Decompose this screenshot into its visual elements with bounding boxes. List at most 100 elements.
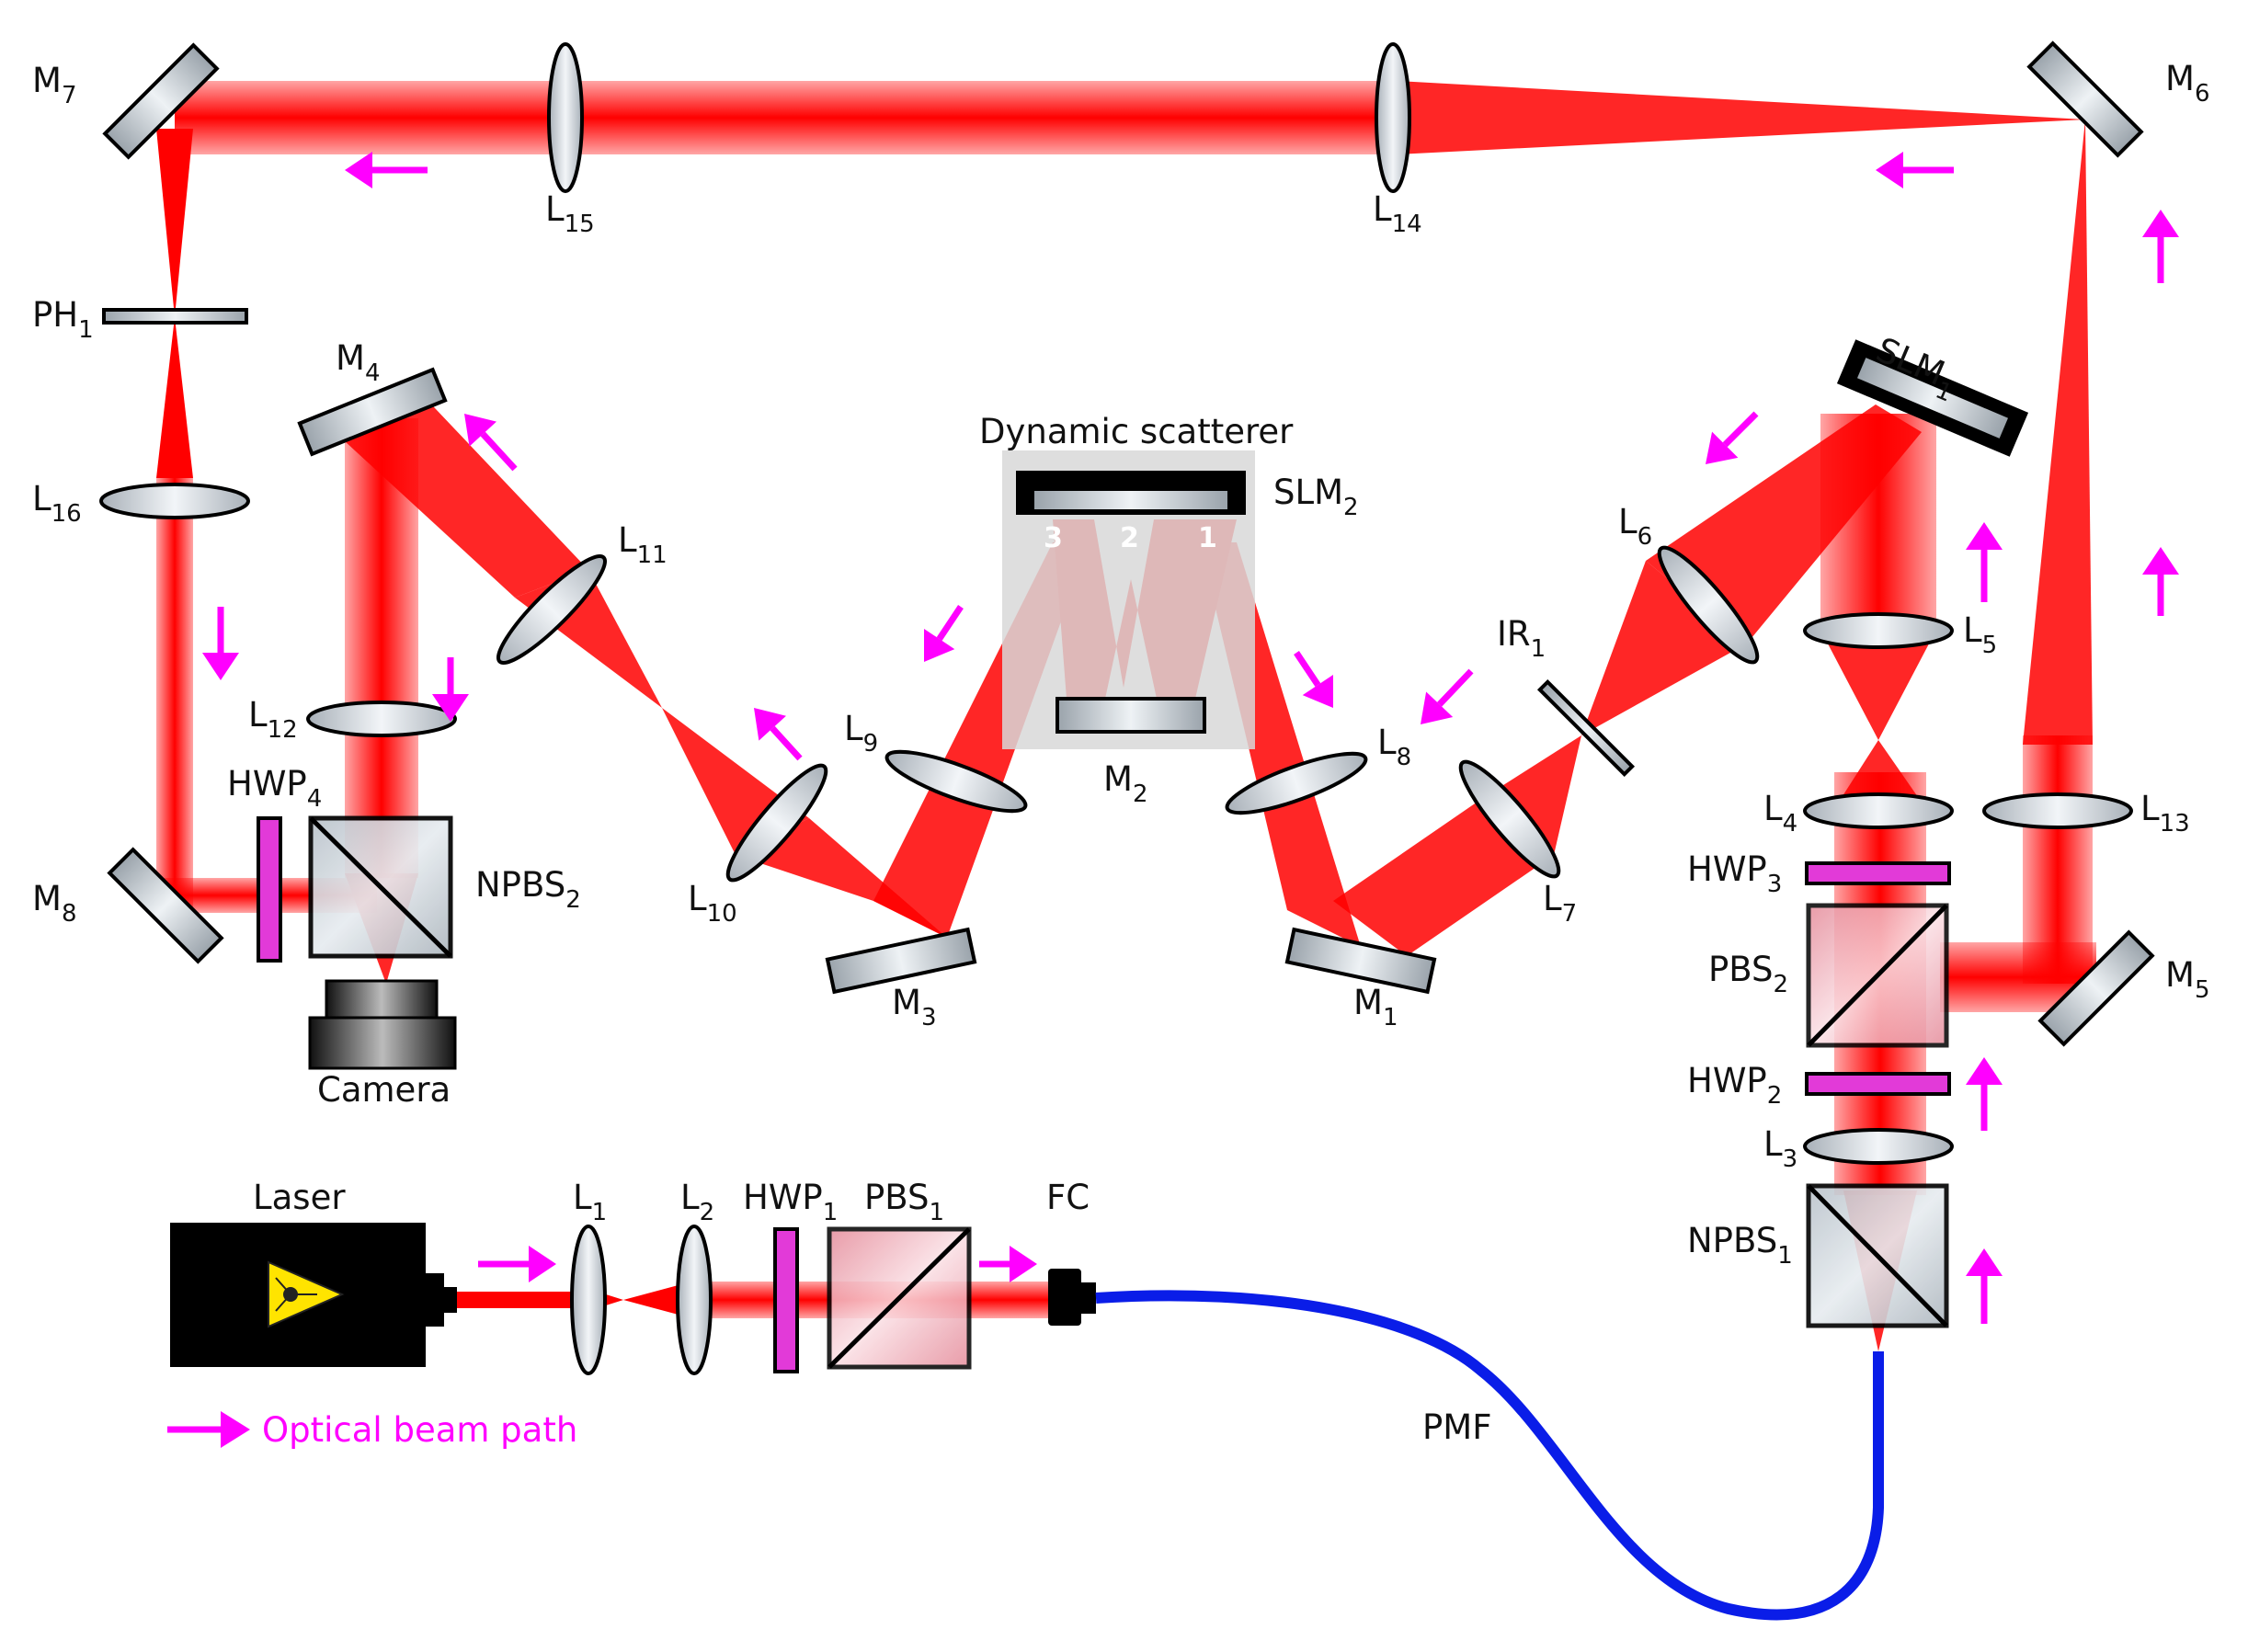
slm1 (1836, 339, 2029, 457)
label-l3: L3 (1763, 1124, 1797, 1173)
label-hwp2: HWP2 (1687, 1061, 1782, 1110)
lens-l12 (306, 701, 457, 737)
beam-arrow-icon (924, 605, 964, 662)
beam-arrow-icon (2142, 547, 2179, 616)
label-bounce-2: 2 (1120, 522, 1139, 554)
label-l4: L4 (1763, 789, 1797, 837)
npbs1 (1806, 1183, 1949, 1328)
beam-l4-focus (1834, 740, 1926, 809)
beam-arrow-icon (1876, 152, 1954, 188)
label-m1: M1 (1353, 983, 1398, 1031)
slm2-screen (1034, 491, 1227, 509)
pbs2 (1806, 903, 1949, 1048)
label-l13: L13 (2140, 789, 2190, 837)
lens-l3 (1803, 1128, 1954, 1165)
lens-l5 (1803, 612, 1954, 649)
camera-lens (325, 979, 439, 1020)
lens-l16 (99, 483, 250, 519)
beam-arrow-icon (2142, 210, 2179, 283)
lens-l2 (676, 1225, 713, 1375)
label-pmf: PMF (1422, 1407, 1492, 1447)
fiber-coupler (1048, 1269, 1096, 1326)
lens-l15 (547, 42, 584, 193)
label-l14: L14 (1373, 189, 1422, 238)
label-l2: L2 (680, 1178, 714, 1226)
mirror-m3 (825, 927, 977, 995)
waveplate-hwp3 (1805, 861, 1951, 885)
lens-l7 (1458, 759, 1561, 879)
lens-l14 (1375, 42, 1411, 193)
mirror-m1 (1284, 927, 1437, 995)
mirror-m2 (1056, 697, 1206, 734)
lenses (99, 42, 2133, 1375)
beam-ph1-to-m7 (156, 129, 193, 317)
beam-top (175, 81, 1398, 154)
label-l12: L12 (248, 695, 298, 744)
beam-m8-to-l16 (156, 478, 193, 910)
label-l16: L16 (32, 479, 82, 528)
beam-l5-expand (1820, 630, 1936, 740)
label-m6: M6 (2165, 59, 2209, 108)
waveplate-hwp1 (773, 1227, 799, 1373)
beam-ir1-to-l7 (1480, 735, 1581, 855)
beam-arrow-icon (478, 1246, 556, 1282)
label-l5: L5 (1963, 610, 1997, 659)
slm1-screen (1856, 358, 2009, 439)
beam-m6-to-l14 (1398, 81, 2085, 154)
beam-laser (432, 1292, 588, 1308)
waveplate-hwp2 (1805, 1072, 1951, 1096)
label-ir1: IR1 (1497, 614, 1546, 663)
laser-nozzle (426, 1273, 444, 1327)
label-slm2: SLM2 (1273, 473, 1359, 521)
lens-l6 (1657, 545, 1760, 665)
npbs2 (308, 815, 453, 959)
lens-l11 (496, 554, 607, 665)
beam-m5-column (2023, 735, 2093, 984)
mirror-m6 (2026, 40, 2144, 158)
beam-l16-to-ph1 (156, 317, 193, 478)
waveplate-hwp4 (257, 816, 282, 963)
beam-m4-to-camera (345, 418, 418, 878)
camera-body (308, 1016, 457, 1070)
mirror-m5 (2037, 929, 2155, 1047)
iris-ir1 (1536, 678, 1636, 778)
label-m2: M2 (1103, 759, 1147, 808)
beam-arrow-icon (754, 708, 803, 761)
label-l10: L10 (688, 879, 737, 928)
beam-m3-to-l10 (736, 818, 947, 938)
label-hwp4: HWP4 (227, 764, 322, 813)
label-m4: M4 (336, 338, 380, 387)
label-ph1: PH1 (32, 295, 94, 344)
mirrors (102, 40, 2155, 1047)
label-l7: L7 (1543, 879, 1577, 928)
label-dynamic-scatterer: Dynamic scatterer (979, 412, 1294, 451)
beam-arrow-icon (1706, 411, 1759, 464)
label-hwp1: HWP1 (743, 1178, 838, 1226)
beam-arrow-icon (979, 1246, 1037, 1282)
label-bounce-3: 3 (1044, 522, 1063, 554)
lens-l8 (1225, 751, 1368, 815)
waveplates (257, 816, 1951, 1373)
label-pbs1: PBS1 (864, 1178, 944, 1226)
label-l9: L9 (844, 709, 878, 758)
pbs1 (827, 1226, 972, 1370)
label-bounce-1: 1 (1198, 522, 1217, 554)
label-camera: Camera (317, 1070, 451, 1110)
mirror-m7 (102, 42, 220, 160)
beam-arrow-icon (1966, 1248, 2003, 1324)
beam-l6-to-ir1 (1581, 561, 1747, 735)
beam-slm1-to-l6 (1646, 404, 1922, 644)
label-hwp3: HWP3 (1687, 849, 1782, 898)
mirror-m8 (107, 847, 224, 964)
beam-arrow-icon (345, 152, 428, 188)
label-m8: M8 (32, 879, 76, 928)
beam-arrow-icon (1294, 651, 1333, 708)
beam-arrow-icon (1966, 1057, 2003, 1131)
mirror-m4 (297, 367, 448, 457)
lens-l9 (884, 749, 1028, 814)
label-m7: M7 (32, 61, 76, 109)
beam-l13-to-m6 (2023, 120, 2093, 745)
laser (170, 1223, 457, 1367)
label-npbs2: NPBS2 (475, 865, 581, 914)
